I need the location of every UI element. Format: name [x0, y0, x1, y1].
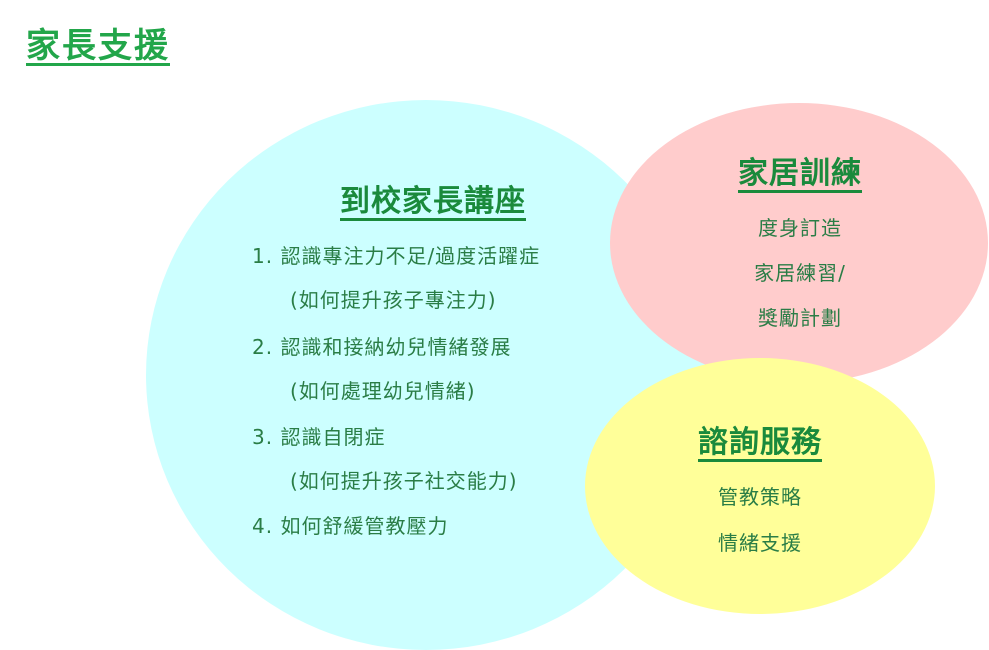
lecture-heading: 到校家長講座 [340, 184, 526, 219]
consultation-item: 管教策略 [718, 485, 802, 509]
lecture-item: (如何提升孩子社交能力) [290, 469, 518, 493]
consultation-circle [585, 358, 935, 614]
lecture-item: 1. 認識專注力不足/過度活躍症 [252, 244, 541, 268]
home-training-item: 獎勵計劃 [758, 306, 842, 330]
home-training-item: 家居練習/ [754, 261, 846, 285]
lecture-item: (如何處理幼兒情緒) [290, 379, 476, 403]
consultation-heading: 諮詢服務 [698, 425, 822, 460]
lecture-item: 2. 認識和接納幼兒情緒發展 [252, 335, 512, 359]
lecture-circle [146, 100, 706, 650]
home-training-circle [610, 103, 988, 383]
lecture-item: 4. 如何舒緩管教壓力 [252, 514, 449, 538]
consultation-item: 情緒支援 [718, 531, 802, 555]
home-training-heading: 家居訓練 [738, 156, 862, 191]
page-title: 家長支援 [26, 26, 170, 66]
lecture-item: 3. 認識自閉症 [252, 425, 386, 449]
home-training-item: 度身訂造 [758, 216, 842, 240]
lecture-item: (如何提升孩子專注力) [290, 288, 497, 312]
